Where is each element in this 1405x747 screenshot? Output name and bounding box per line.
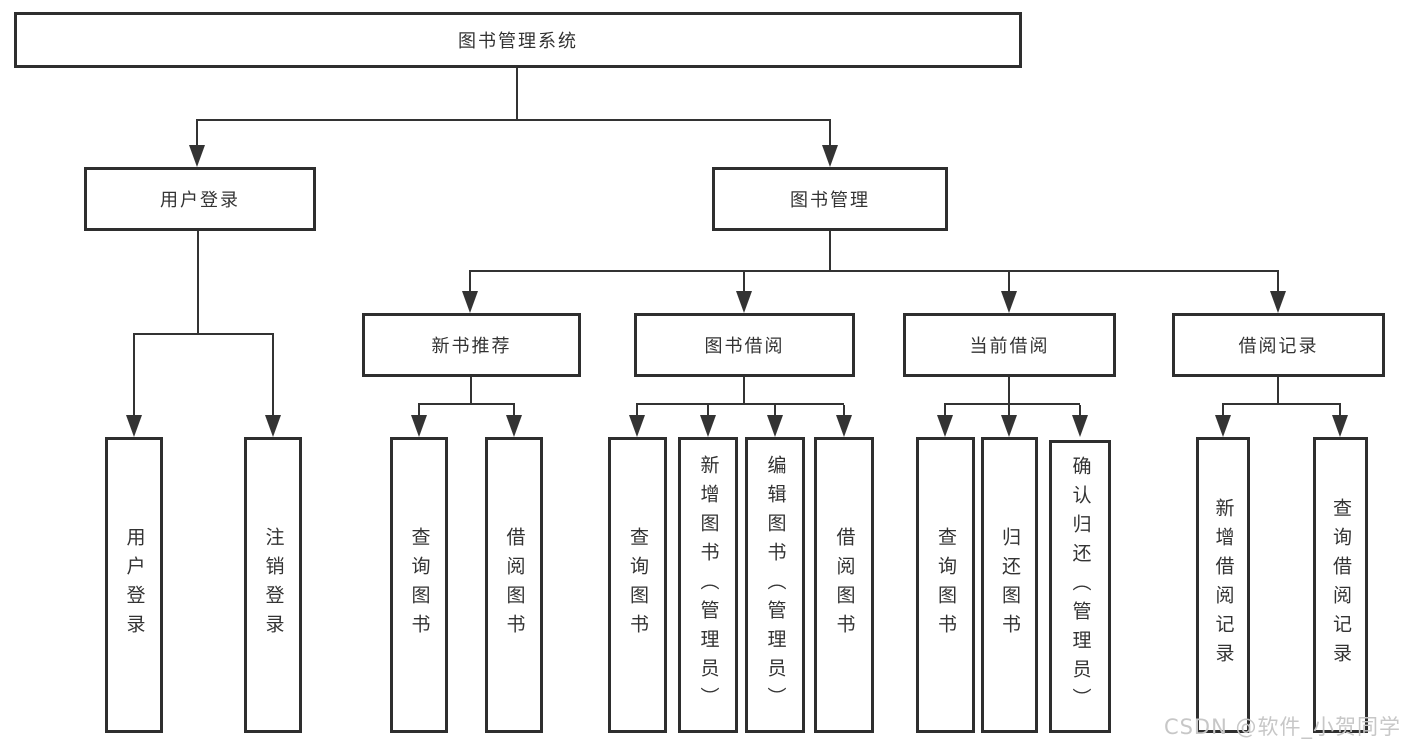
- node-borrowing-records: 借阅记录: [1172, 313, 1385, 377]
- connector-line: [469, 272, 471, 294]
- arrow-down-icon: [1332, 415, 1348, 437]
- leaf-label: 用户登录: [123, 527, 146, 643]
- connector-line: [272, 335, 274, 417]
- arrow-down-icon: [1072, 415, 1088, 437]
- arrow-down-icon: [126, 415, 142, 437]
- leaf-edit-books-admin: 编辑图书（管理员）: [745, 437, 805, 733]
- connector-line: [1339, 405, 1341, 419]
- node-user-login: 用户登录: [84, 167, 316, 231]
- arrow-down-icon: [629, 415, 645, 437]
- connector-line: [1222, 405, 1224, 419]
- arrow-down-icon: [736, 291, 752, 313]
- arrow-down-icon: [411, 415, 427, 437]
- leaf-label: 查询借阅记录: [1330, 498, 1352, 672]
- leaf-label: 借阅图书: [503, 527, 526, 643]
- connector-line: [418, 403, 515, 405]
- node-current-borrowing: 当前借阅: [903, 313, 1116, 377]
- leaf-label: 查询图书: [408, 527, 431, 643]
- csdn-watermark: CSDN @软件_小贺同学: [1163, 715, 1401, 739]
- connector-line: [743, 377, 745, 404]
- connector-line: [829, 231, 831, 272]
- node-library-management-system: 图书管理系统: [14, 12, 1022, 68]
- connector-line: [944, 405, 946, 419]
- node-label: 当前借阅: [969, 336, 1050, 357]
- connector-line: [1277, 377, 1279, 404]
- arrow-down-icon: [265, 415, 281, 437]
- connector-line: [636, 405, 638, 419]
- arrow-down-icon: [189, 145, 205, 167]
- node-label: 图书借阅: [704, 336, 785, 357]
- arrow-down-icon: [506, 415, 522, 437]
- connector-line: [197, 231, 199, 335]
- connector-line: [843, 405, 845, 419]
- arrow-down-icon: [937, 415, 953, 437]
- arrow-down-icon: [1001, 415, 1017, 437]
- connector-line: [133, 333, 274, 335]
- leaf-label: 查询图书: [627, 527, 649, 643]
- node-new-book-recommendation: 新书推荐: [362, 313, 581, 377]
- leaf-add-books-admin: 新增图书（管理员）: [678, 437, 738, 733]
- connector-line: [1222, 403, 1341, 405]
- connector-line: [418, 405, 420, 419]
- leaf-label: 编辑图书（管理员）: [764, 454, 787, 716]
- connector-line: [636, 403, 844, 405]
- node-label: 图书管理: [790, 190, 870, 211]
- leaf-confirm-return-admin: 确认归还（管理员）: [1049, 440, 1111, 733]
- leaf-user-login: 用户登录: [105, 437, 163, 733]
- arrow-down-icon: [822, 145, 838, 167]
- arrow-down-icon: [1215, 415, 1231, 437]
- connector-line: [1008, 272, 1010, 294]
- connector-line: [196, 121, 198, 147]
- leaf-label: 查询图书: [935, 527, 957, 643]
- node-book-borrowing: 图书借阅: [634, 313, 855, 377]
- connector-line: [774, 405, 776, 419]
- node-label: 用户登录: [160, 190, 240, 211]
- node-book-management: 图书管理: [712, 167, 948, 231]
- leaf-borrow-books: 借阅图书: [485, 437, 543, 733]
- connector-line: [470, 377, 472, 404]
- connector-line: [1008, 405, 1010, 419]
- arrow-down-icon: [767, 415, 783, 437]
- node-label: 借阅记录: [1238, 336, 1319, 357]
- arrow-down-icon: [1270, 291, 1286, 313]
- connector-line: [513, 405, 515, 419]
- arrow-down-icon: [1001, 291, 1017, 313]
- leaf-query-borrow-record: 查询借阅记录: [1313, 437, 1368, 733]
- leaf-label: 借阅图书: [833, 527, 856, 643]
- leaf-label: 新增借阅记录: [1212, 498, 1235, 672]
- leaf-add-borrow-record: 新增借阅记录: [1196, 437, 1250, 733]
- leaf-query-books: 查询图书: [608, 437, 667, 733]
- node-label: 新书推荐: [431, 336, 512, 357]
- leaf-borrow-books: 借阅图书: [814, 437, 874, 733]
- leaf-query-books: 查询图书: [390, 437, 448, 733]
- arrow-down-icon: [700, 415, 716, 437]
- connector-line: [516, 68, 518, 121]
- connector-line: [1008, 377, 1010, 404]
- leaf-return-books: 归还图书: [981, 437, 1038, 733]
- connector-line: [743, 272, 745, 294]
- leaf-label: 新增图书（管理员）: [697, 454, 720, 716]
- connector-line: [944, 403, 1080, 405]
- connector-line: [469, 270, 1279, 272]
- connector-line: [829, 121, 831, 147]
- connector-line: [707, 405, 709, 419]
- connector-line: [1277, 272, 1279, 294]
- leaf-label: 确认归还（管理员）: [1069, 456, 1092, 717]
- connector-line: [1079, 405, 1081, 419]
- arrow-down-icon: [836, 415, 852, 437]
- leaf-query-books: 查询图书: [916, 437, 975, 733]
- node-label: 图书管理系统: [458, 31, 578, 52]
- arrow-down-icon: [462, 291, 478, 313]
- leaf-label: 注销登录: [262, 527, 285, 643]
- leaf-label: 归还图书: [999, 527, 1021, 643]
- connector-line: [133, 335, 135, 417]
- connector-line: [196, 119, 831, 121]
- leaf-logout: 注销登录: [244, 437, 302, 733]
